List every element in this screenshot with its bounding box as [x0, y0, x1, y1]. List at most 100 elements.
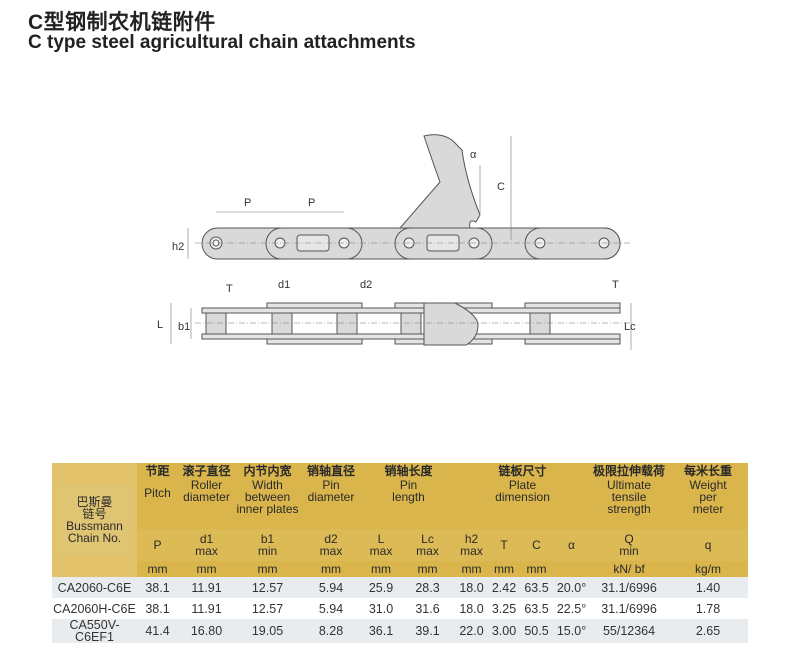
symbol-cell: α — [553, 529, 591, 561]
chain-no-cn1: 巴斯曼 — [76, 495, 113, 509]
unit-cell: kN/ bf — [590, 561, 669, 577]
value-cell: 2.65 — [668, 619, 749, 643]
value-cell: 5.94 — [300, 598, 362, 619]
value-cell: 50.5 — [520, 619, 554, 643]
value-cell: 2.42 — [488, 577, 521, 598]
value-cell: 16.80 — [178, 619, 235, 643]
value-cell: 11.91 — [178, 577, 235, 598]
label-d1: d1 — [278, 279, 290, 291]
unit-cell: mm — [362, 561, 400, 577]
chain-drawing: P P α C h2 d1 d2 T T L b1 Lc — [157, 134, 636, 350]
value-cell: 39.1 — [400, 619, 456, 643]
header-pitch-cn: 节距 — [137, 463, 178, 479]
value-cell: 31.6 — [400, 598, 456, 619]
symbol-cell: P — [137, 529, 178, 561]
label-alpha: α — [470, 149, 477, 161]
chain-no-cell: CA2060-C6E — [52, 577, 137, 598]
chain-no-cn2: 链号 — [82, 507, 107, 521]
symbol-cell: q — [668, 529, 749, 561]
label-lc: Lc — [624, 321, 636, 333]
symbol-cell: C — [520, 529, 554, 561]
unit-cell: mm — [455, 561, 489, 577]
label-p: P — [308, 197, 315, 209]
value-cell: 28.3 — [400, 577, 456, 598]
value-cell: 8.28 — [300, 619, 362, 643]
unit-cell: mm — [178, 561, 235, 577]
unit-cell: kg/m — [668, 561, 749, 577]
unit-cell: mm — [488, 561, 521, 577]
chain-no-en1: Bussmann — [66, 519, 123, 533]
inner-link — [524, 227, 621, 260]
unit-cell — [553, 561, 591, 577]
label-c: C — [497, 181, 505, 193]
unit-cell: mm — [520, 561, 554, 577]
chain-no-cell: CA550V-C6EF1 — [52, 619, 137, 643]
value-cell: 41.4 — [137, 619, 178, 643]
label-b1: b1 — [178, 321, 190, 333]
header-width-cn: 内节内宽 — [235, 463, 300, 479]
spec-table: 巴斯曼 链号 Bussmann Chain No. 节距 滚子直径 内节内宽 销… — [52, 463, 749, 643]
value-cell: 25.9 — [362, 577, 400, 598]
value-cell: 38.1 — [137, 598, 178, 619]
value-cell: 15.0° — [553, 619, 591, 643]
value-cell: 1.40 — [668, 577, 749, 598]
chain-no-header: 巴斯曼 链号 Bussmann Chain No. — [52, 463, 137, 577]
value-cell: 22.5° — [553, 598, 591, 619]
header-plate-cn: 链板尺寸 — [455, 463, 591, 479]
unit-cell: mm — [137, 561, 178, 577]
value-cell: 31.1/6996 — [590, 598, 669, 619]
hook-attachment — [398, 134, 481, 229]
header-roller-cn: 滚子直径 — [178, 463, 235, 479]
label-t: T — [226, 283, 233, 295]
value-cell: 63.5 — [520, 598, 554, 619]
header-pitch-en: Pitch — [137, 479, 178, 529]
value-cell: 63.5 — [520, 577, 554, 598]
value-cell: 36.1 — [362, 619, 400, 643]
header-pin-l-cn: 销轴长度 — [362, 463, 456, 479]
value-cell: 12.57 — [235, 577, 300, 598]
unit-cell: mm — [300, 561, 362, 577]
value-cell: 31.1/6996 — [590, 577, 669, 598]
unit-cell: mm — [400, 561, 456, 577]
header-pin-d-cn: 销轴直径 — [300, 463, 362, 479]
value-cell: 5.94 — [300, 577, 362, 598]
chain-no-cell: CA2060H-C6E — [52, 598, 137, 619]
value-cell: 38.1 — [137, 577, 178, 598]
symbol-cell: T — [488, 529, 521, 561]
title-english: C type steel agricultural chain attachme… — [28, 32, 416, 53]
label-l: L — [157, 319, 163, 331]
header-weight-cn: 每米长重 — [668, 463, 749, 479]
label-t: T — [612, 279, 619, 291]
header-uts-cn: 极限拉伸载荷 — [590, 463, 669, 479]
attachment-side — [423, 302, 479, 346]
value-cell: 20.0° — [553, 577, 591, 598]
label-p: P — [244, 197, 251, 209]
title-chinese: C型钢制农机链附件 — [28, 11, 216, 34]
value-cell: 18.0 — [455, 598, 489, 619]
value-cell: 18.0 — [455, 577, 489, 598]
value-cell: 19.05 — [235, 619, 300, 643]
value-cell: 1.78 — [668, 598, 749, 619]
value-cell: 11.91 — [178, 598, 235, 619]
value-cell: 22.0 — [455, 619, 489, 643]
chain-no-en2: Chain No. — [67, 531, 122, 545]
label-d2: d2 — [360, 279, 372, 291]
value-cell: 12.57 — [235, 598, 300, 619]
value-cell: 31.0 — [362, 598, 400, 619]
